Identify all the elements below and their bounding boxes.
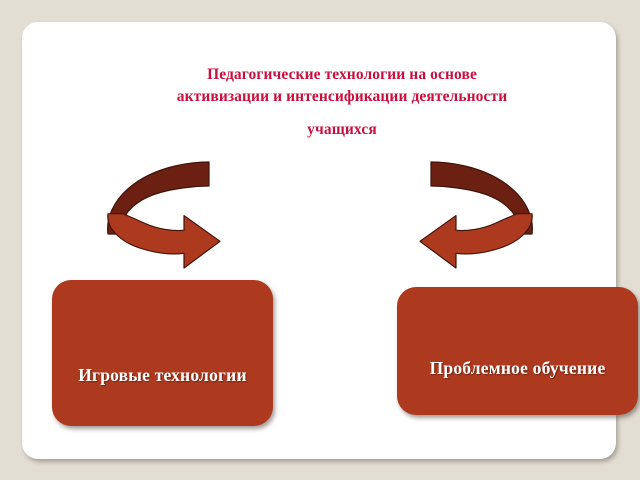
curved-arrow-left-icon [107, 156, 226, 272]
title-line-3: учащихся [307, 121, 377, 138]
concept-box-problem-label: Проблемное обучение [429, 357, 606, 378]
curved-arrow-right-icon [414, 156, 533, 272]
slide-card: Педагогические технологии на основе акти… [22, 22, 638, 459]
title-line-1: Педагогические технологии на основе [207, 66, 477, 83]
page-title: Педагогические технологии на основе акти… [82, 64, 602, 141]
concept-box-games-label: Игровые технологии [78, 364, 247, 385]
concept-box-games: Игровые технологии [52, 280, 273, 426]
title-spacer [82, 108, 602, 119]
title-line-2: активизации и интенсификации деятельност… [176, 88, 508, 105]
concept-box-problem: Проблемное обучение [397, 287, 638, 415]
